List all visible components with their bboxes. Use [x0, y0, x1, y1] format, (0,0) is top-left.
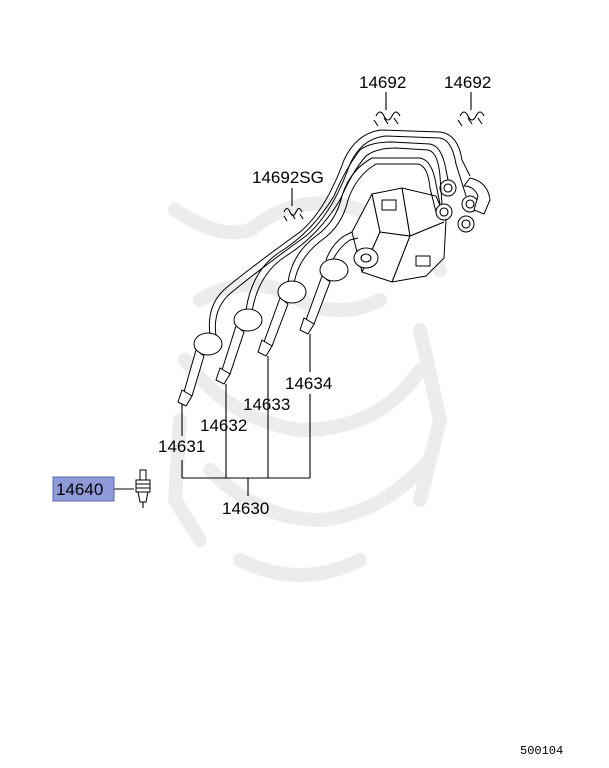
boot-2 [215, 308, 263, 385]
distributor [351, 177, 491, 283]
highlight-box [52, 476, 115, 502]
leader-lines [112, 92, 472, 496]
part-label-14692-a[interactable]: 14692 [359, 73, 406, 92]
clip-parts [283, 111, 485, 222]
spark-plug-shape [135, 469, 151, 508]
boot-4 [299, 258, 349, 335]
part-label-14630[interactable]: 14630 [222, 499, 269, 518]
cable-wires [208, 129, 471, 337]
cable-boots [177, 258, 349, 407]
part-label-14633[interactable]: 14633 [243, 395, 290, 414]
part-label-14640[interactable]: 14640 [56, 480, 103, 499]
part-label-14692sg[interactable]: 14692SG [252, 168, 324, 187]
part-label-14692-b[interactable]: 14692 [444, 73, 491, 92]
part-label-14632[interactable]: 14632 [200, 416, 247, 435]
part-label-14634[interactable]: 14634 [285, 374, 332, 393]
clip-sg-shape [283, 207, 304, 222]
part-label-14631[interactable]: 14631 [158, 437, 205, 456]
clip-b-shape [457, 111, 485, 127]
clip-a-shape [373, 111, 401, 127]
figure-code: 500104 [520, 744, 563, 758]
boot-3 [257, 280, 307, 357]
boot-1 [177, 332, 223, 407]
